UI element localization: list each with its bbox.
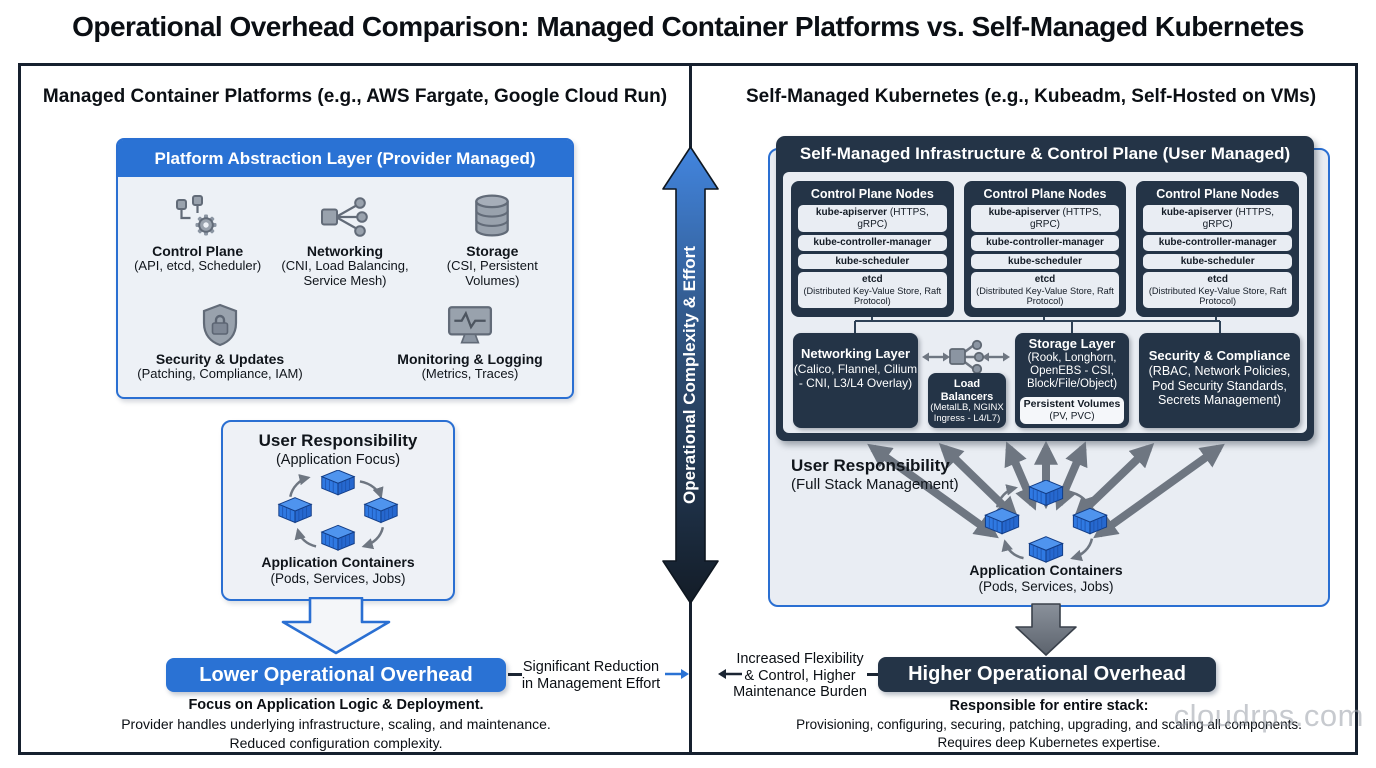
user-responsibility-box-left: User Responsibility (Application Focus) … (221, 420, 455, 601)
cell-sub: (Rook, Longhorn, OpenEBS - CSI, Block/Fi… (1026, 351, 1118, 390)
service-sub: (CSI, Persistent Volumes) (446, 258, 538, 289)
service-control-plane: Control Plane (API, etcd, Scheduler) (125, 187, 271, 289)
pill-sub: (PV, PVC) (1049, 411, 1095, 422)
diagram-frame: Managed Container Platforms (e.g., AWS F… (18, 63, 1358, 755)
app-containers-label-right: Application Containers (Pods, Services, … (916, 562, 1176, 594)
pill-title: Persistent Volumes (1023, 398, 1121, 411)
hollow-down-arrow (281, 597, 391, 655)
service-label: Security & Updates (155, 350, 285, 367)
monitor-pulse-icon (446, 301, 494, 347)
left-arrow-icon (718, 669, 742, 679)
flexibility-note: Increased Flexibility & Control, Higher … (733, 651, 867, 701)
cell-sub: (RBAC, Network Policies, Pod Security St… (1148, 363, 1291, 408)
kube-apiserver-pill: kube-apiserver (HTTPS, gRPC) (970, 205, 1120, 232)
infrastructure-control-plane-box: Self-Managed Infrastructure & Control Pl… (776, 136, 1314, 441)
note-line: Provisioning, configuring, securing, pat… (796, 717, 1302, 733)
right-column-heading: Self-Managed Kubernetes (e.g., Kubeadm, … (745, 86, 1317, 107)
label-title: Application Containers (969, 562, 1123, 578)
storage-layer-box: Storage Layer (Rook, Longhorn, OpenEBS -… (1015, 333, 1129, 428)
card-title: Control Plane Nodes (983, 187, 1107, 201)
cell-title: Storage Layer (1028, 336, 1116, 351)
label-subtitle: (Full Stack Management) (791, 476, 959, 493)
kube-scheduler-pill: kube-scheduler (798, 253, 947, 269)
user-box-title: User Responsibility (258, 431, 418, 450)
etcd-pill: etcd(Distributed Key-Value Store, Raft P… (970, 272, 1120, 309)
cell-sub: (Calico, Flannel, Cilium - CNI, L3/L4 Ov… (793, 361, 918, 391)
database-icon (469, 187, 515, 239)
etcd-pill: etcd(Distributed Key-Value Store, Raft P… (798, 272, 947, 309)
user-responsibility-label-right: User Responsibility (Full Stack Manageme… (791, 456, 959, 493)
control-plane-node-card: Control Plane Nodes kube-apiserver (HTTP… (791, 181, 954, 317)
persistent-volumes-pill: Persistent Volumes (PV, PVC) (1020, 397, 1124, 424)
left-column-heading: Managed Container Platforms (e.g., AWS F… (42, 86, 668, 107)
connector-line (508, 673, 522, 676)
shield-lock-icon (199, 301, 241, 347)
service-label: Control Plane (152, 243, 244, 259)
solid-down-arrow (1015, 603, 1077, 656)
service-label: Networking (306, 243, 384, 259)
service-security: Security & Updates (Patching, Compliance… (125, 301, 315, 382)
kube-apiserver-pill: kube-apiserver (HTTPS, gRPC) (798, 205, 947, 232)
infrastructure-header: Self-Managed Infrastructure & Control Pl… (799, 144, 1291, 163)
workflow-gear-icon (173, 187, 223, 239)
service-networking: Networking (CNI, Load Balancing, Service… (272, 187, 418, 289)
network-hub-exchange-icon (922, 339, 1010, 375)
service-label: Storage (466, 243, 519, 259)
etcd-pill: etcd(Distributed Key-Value Store, Raft P… (1143, 272, 1293, 309)
network-hub-icon (320, 187, 370, 239)
app-containers-sub: (Pods, Services, Jobs) (270, 570, 406, 586)
kube-controller-manager-pill: kube-controller-manager (970, 235, 1120, 251)
reduction-note: Significant Reduction in Management Effo… (521, 659, 661, 692)
networking-layer-box: Networking Layer (Calico, Flannel, Ciliu… (793, 333, 918, 428)
load-balancers-box: Load Balancers (MetalLB, NGINX Ingress -… (928, 373, 1006, 428)
label-subtitle: (Pods, Services, Jobs) (978, 578, 1114, 594)
higher-overhead-banner: Higher Operational Overhead (878, 657, 1216, 692)
container-cycle-icon (274, 470, 402, 554)
lower-overhead-banner: Lower Operational Overhead (166, 658, 506, 692)
infrastructure-panel: Control Plane Nodes kube-apiserver (HTTP… (783, 172, 1307, 433)
cell-title: Security & Compliance (1148, 348, 1291, 363)
cell-sub: (MetalLB, NGINX Ingress - L4/L7) (930, 402, 1004, 425)
service-sub: (Patching, Compliance, IAM) (137, 366, 303, 382)
kube-scheduler-pill: kube-scheduler (1143, 253, 1293, 269)
service-monitoring: Monitoring & Logging (Metrics, Traces) (375, 301, 565, 382)
page-title: Operational Overhead Comparison: Managed… (72, 11, 1304, 42)
cell-title: Networking Layer (800, 346, 911, 361)
security-compliance-box: Security & Compliance (RBAC, Network Pol… (1139, 333, 1300, 428)
service-sub: (CNI, Load Balancing, Service Mesh) (281, 258, 409, 289)
service-sub: (API, etcd, Scheduler) (134, 258, 262, 274)
kube-scheduler-pill: kube-scheduler (970, 253, 1120, 269)
platform-abstraction-box: Platform Abstraction Layer (Provider Man… (116, 138, 574, 399)
platform-abstraction-header: Platform Abstraction Layer (Provider Man… (118, 140, 572, 177)
watermark: cloudrps.com (1173, 698, 1364, 733)
note-line: Provider handles underlying infrastructu… (121, 716, 551, 733)
control-plane-node-card: Control Plane Nodes kube-apiserver (HTTP… (963, 181, 1127, 317)
app-containers-label: Application Containers (261, 554, 415, 570)
control-plane-node-card: Control Plane Nodes kube-apiserver (HTTP… (1136, 181, 1300, 317)
note-line: Responsible for entire stack: (949, 698, 1149, 714)
kube-controller-manager-pill: kube-controller-manager (1143, 235, 1293, 251)
connector-line (867, 673, 878, 676)
card-title: Control Plane Nodes (1156, 187, 1280, 201)
right-arrow-icon (665, 669, 689, 679)
label-title: User Responsibility (791, 456, 950, 475)
right-summary-notes: Responsible for entire stack: Provisioni… (769, 697, 1329, 752)
user-box-subtitle: (Application Focus) (275, 452, 401, 468)
cell-title: Load Balancers (940, 378, 994, 403)
note-line: Requires deep Kubernetes expertise. (937, 734, 1161, 750)
complexity-effort-arrow: Operational Complexity & Effort (662, 146, 719, 604)
card-title: Control Plane Nodes (810, 187, 934, 201)
note-line: Focus on Application Logic & Deployment. (188, 697, 484, 713)
svg-text:Operational Complexity & Effor: Operational Complexity & Effort (680, 246, 699, 504)
service-storage: Storage (CSI, Persistent Volumes) (419, 187, 565, 289)
kube-apiserver-pill: kube-apiserver (HTTPS, gRPC) (1143, 205, 1293, 232)
container-cycle-icon (980, 480, 1112, 566)
note-line: Reduced configuration complexity. (229, 734, 443, 751)
left-summary-notes: Focus on Application Logic & Deployment.… (81, 696, 591, 752)
kube-controller-manager-pill: kube-controller-manager (798, 235, 947, 251)
service-label: Monitoring & Logging (397, 350, 543, 367)
service-sub: (Metrics, Traces) (421, 366, 519, 382)
